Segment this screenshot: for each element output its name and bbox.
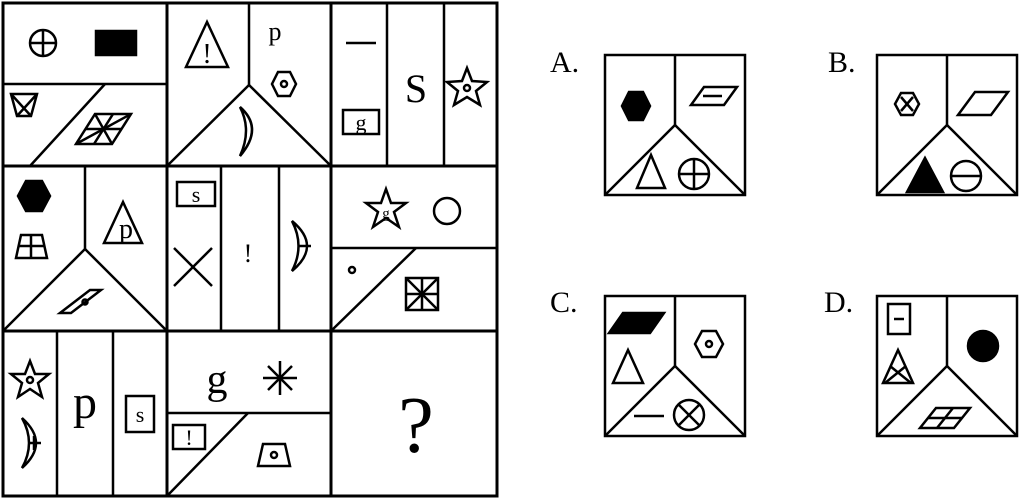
letter-p-big: p	[73, 376, 97, 429]
filled-triangle-icon-b	[904, 155, 946, 194]
triangle-bang-label: !	[202, 39, 211, 70]
letter-g-big: g	[207, 357, 228, 403]
crescent-cross-icon	[20, 417, 41, 469]
letter-box-s	[175, 180, 217, 208]
triangle-p-icon: p	[102, 199, 144, 245]
gridded-trapezoid-icon	[14, 233, 49, 260]
cell-r3c1: p s	[7, 331, 156, 496]
filled-hexagon-icon	[16, 179, 52, 213]
triangle-p-label: p	[119, 214, 133, 245]
triangle-icon-c	[611, 346, 645, 385]
crossed-trapezoid-icon	[9, 92, 39, 118]
x-mark-icon	[173, 247, 213, 287]
circle-icon	[432, 196, 462, 226]
cell-r2c1: p	[2, 166, 168, 332]
parallelogram-dash-icon-a	[688, 85, 740, 107]
asterisk-icon	[263, 361, 297, 395]
hexagon-dot-icon-c	[693, 329, 725, 359]
option-a[interactable]: A.	[550, 46, 747, 197]
crescent-line-icon	[290, 220, 311, 272]
cell-r2c3: g	[330, 185, 497, 332]
letter-g-small: g	[356, 110, 367, 135]
trapezoid-dot-icon	[256, 442, 292, 468]
option-b[interactable]: B.	[828, 46, 1019, 197]
hexagon-dot-icon	[270, 70, 298, 98]
circle-plus-icon	[28, 28, 58, 58]
filled-parallelogram-icon-c	[606, 311, 667, 335]
exclamation-mark: !	[244, 239, 253, 268]
triangle-exclamation-icon: !	[184, 19, 230, 70]
letter-p-small: p	[269, 17, 282, 46]
small-circle-icon	[347, 265, 357, 275]
letter-s-small: s	[192, 182, 201, 207]
letter-s-small-2: s	[136, 402, 145, 427]
gridded-parallelogram-icon-d	[917, 406, 973, 430]
cell-r3c3: ?	[398, 382, 434, 470]
letter-box-bang	[171, 423, 207, 451]
cell-r1c1	[3, 28, 167, 167]
filled-rectangle-icon	[94, 29, 138, 57]
filled-hexagon-icon-a	[620, 90, 652, 122]
cell-r3c2: g !	[166, 357, 331, 497]
option-a-label: A.	[550, 46, 579, 79]
cell-r2c2: s !	[173, 166, 311, 331]
star-dot-icon	[443, 64, 491, 108]
boxed-dash-icon-d	[886, 302, 912, 336]
parallelogram-icon-b	[955, 90, 1011, 117]
star-g-label: g	[382, 206, 390, 222]
crescent-icon	[238, 106, 254, 157]
circle-plus-icon-a	[677, 157, 711, 191]
star-dot-icon-2	[7, 357, 53, 400]
option-c-label: C.	[550, 286, 578, 319]
question-mark: ?	[398, 382, 434, 470]
filled-circle-icon-d	[966, 329, 1000, 363]
hexagon-x-icon-b	[893, 91, 921, 117]
circle-x-icon-c	[672, 398, 706, 432]
letter-box-g	[341, 108, 381, 136]
boxed-asterisk-icon	[404, 276, 440, 312]
option-d-label: D.	[824, 286, 853, 319]
cell-r1c2: ! p	[166, 3, 332, 167]
hatched-parallelogram-icon	[73, 112, 134, 146]
option-c[interactable]: C.	[550, 286, 747, 438]
option-d[interactable]: D.	[824, 286, 1019, 438]
option-b-label: B.	[828, 46, 856, 79]
star-g-icon: g	[362, 185, 410, 231]
triangle-icon-a	[635, 151, 667, 190]
circle-minus-icon-b	[949, 159, 983, 193]
parallelogram-dot-icon	[56, 288, 105, 315]
letter-s: S	[405, 66, 427, 111]
letter-box-s-2	[124, 394, 156, 434]
exclamation-small: !	[185, 425, 192, 450]
cell-r1c3: g S	[341, 3, 491, 166]
triangle-x-icon-d	[881, 346, 915, 385]
